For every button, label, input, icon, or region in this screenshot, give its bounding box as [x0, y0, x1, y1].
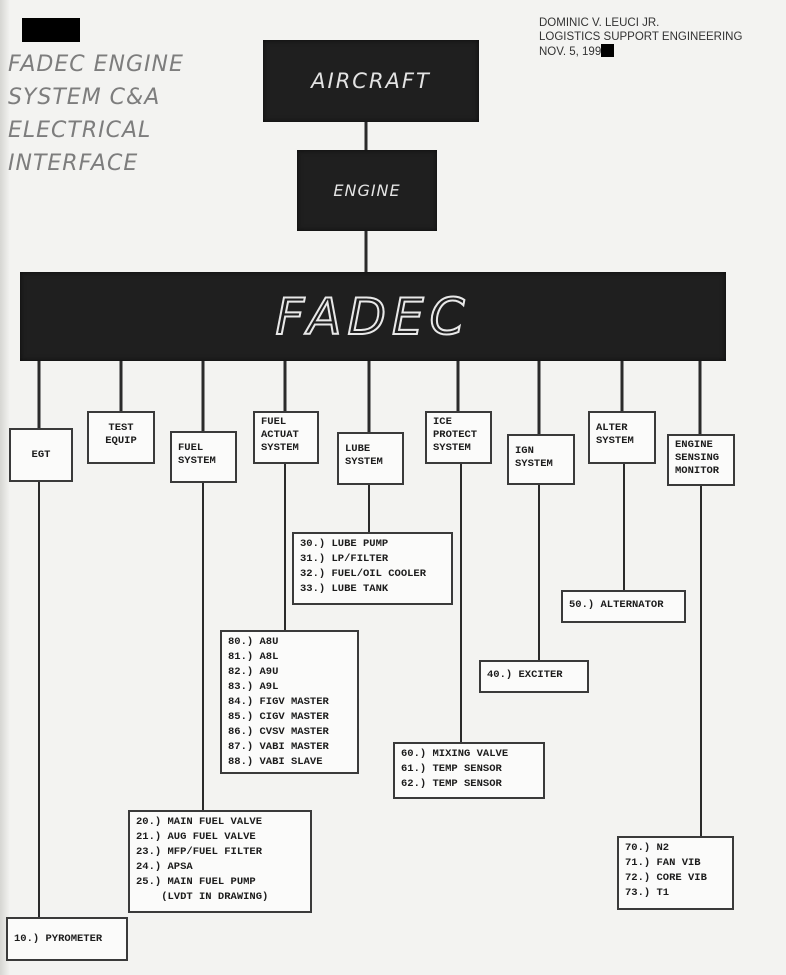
ice-protect-system-node: ICE PROTECT SYSTEM — [425, 411, 492, 464]
engine-sensing-components-list: 70.) N2 71.) FAN VIB 72.) CORE VIB 73.) … — [617, 836, 734, 910]
egt-node: EGT — [9, 428, 73, 482]
list-item: 81.) A8L — [228, 651, 279, 663]
ice-protect-components-list: 60.) MIXING VALVE 61.) TEMP SENSOR 62.) … — [393, 742, 545, 799]
list-item: 60.) MIXING VALVE — [401, 748, 509, 760]
test-equip-node: TEST EQUIP — [87, 411, 155, 464]
fuel-actuat-components-list: 80.) A8U 81.) A8L 82.) A9U 83.) A9L 84.)… — [220, 630, 359, 774]
list-item: 85.) CIGV MASTER — [228, 711, 329, 723]
author-name: DOMINIC V. LEUCI JR. — [539, 17, 660, 29]
lube-components-list: 30.) LUBE PUMP 31.) LP/FILTER 32.) FUEL/… — [292, 532, 453, 605]
fuel-components-list: 20.) MAIN FUEL VALVE 21.) AUG FUEL VALVE… — [128, 810, 312, 913]
document-title: FADEC ENGINE SYSTEM C&A ELECTRICAL INTER… — [8, 48, 184, 180]
list-item: 80.) A8U — [228, 636, 279, 648]
list-item: 82.) A9U — [228, 666, 279, 678]
author-date: NOV. 5, 199 — [539, 46, 602, 58]
list-item: 24.) APSA — [136, 861, 193, 873]
page-edge-shadow — [0, 0, 10, 975]
list-item: 71.) FAN VIB — [625, 857, 701, 869]
alter-system-node: ALTER SYSTEM — [588, 411, 656, 464]
lube-system-node: LUBE SYSTEM — [337, 432, 404, 485]
title-line: FADEC ENGINE — [8, 52, 184, 77]
author-date-line: NOV. 5, 199 — [539, 44, 742, 59]
fuel-system-node: FUEL SYSTEM — [170, 431, 237, 483]
list-item: 40.) EXCITER — [487, 669, 563, 681]
fadec-box: FADEC — [20, 272, 726, 361]
title-line: INTERFACE — [8, 151, 139, 176]
list-item: 31.) LP/FILTER — [300, 553, 389, 565]
author-department: LOGISTICS SUPPORT ENGINEERING — [539, 31, 743, 43]
title-line: ELECTRICAL — [8, 118, 152, 143]
author-block: DOMINIC V. LEUCI JR. LOGISTICS SUPPORT E… — [539, 16, 742, 59]
list-item: 33.) LUBE TANK — [300, 583, 389, 595]
list-item: 32.) FUEL/OIL COOLER — [300, 568, 427, 580]
pyrometer-list: 10.) PYROMETER — [6, 917, 128, 961]
list-item: 20.) MAIN FUEL VALVE — [136, 816, 263, 828]
list-item: 25.) MAIN FUEL PUMP — [136, 876, 256, 888]
list-item: 73.) T1 — [625, 887, 670, 899]
aircraft-box: AIRCRAFT — [263, 40, 479, 122]
egt-label: EGT — [31, 448, 51, 461]
list-item: 72.) CORE VIB — [625, 872, 707, 884]
list-item: 70.) N2 — [625, 842, 670, 854]
engine-sensing-monitor-node: ENGINE SENSING MONITOR — [667, 434, 735, 486]
list-item: 10.) PYROMETER — [14, 933, 103, 945]
alternator-list: 50.) ALTERNATOR — [561, 590, 686, 623]
list-item: (LVDT IN DRAWING) — [136, 891, 269, 903]
list-item: 84.) FIGV MASTER — [228, 696, 329, 708]
list-item: 30.) LUBE PUMP — [300, 538, 389, 550]
exciter-list: 40.) EXCITER — [479, 660, 589, 693]
list-item: 83.) A9L — [228, 681, 279, 693]
list-item: 50.) ALTERNATOR — [569, 599, 664, 611]
list-item: 61.) TEMP SENSOR — [401, 763, 502, 775]
list-item: 86.) CVSV MASTER — [228, 726, 329, 738]
list-item: 23.) MFP/FUEL FILTER — [136, 846, 263, 858]
date-redaction — [601, 44, 615, 57]
redaction-bar — [22, 18, 80, 42]
fuel-actuat-system-node: FUEL ACTUAT SYSTEM — [253, 411, 319, 464]
title-line: SYSTEM C&A — [8, 85, 161, 110]
list-item: 87.) VABI MASTER — [228, 741, 329, 753]
ign-system-node: IGN SYSTEM — [507, 434, 575, 485]
list-item: 21.) AUG FUEL VALVE — [136, 831, 256, 843]
engine-box: ENGINE — [297, 150, 437, 231]
list-item: 62.) TEMP SENSOR — [401, 778, 502, 790]
list-item: 88.) VABI SLAVE — [228, 756, 323, 768]
